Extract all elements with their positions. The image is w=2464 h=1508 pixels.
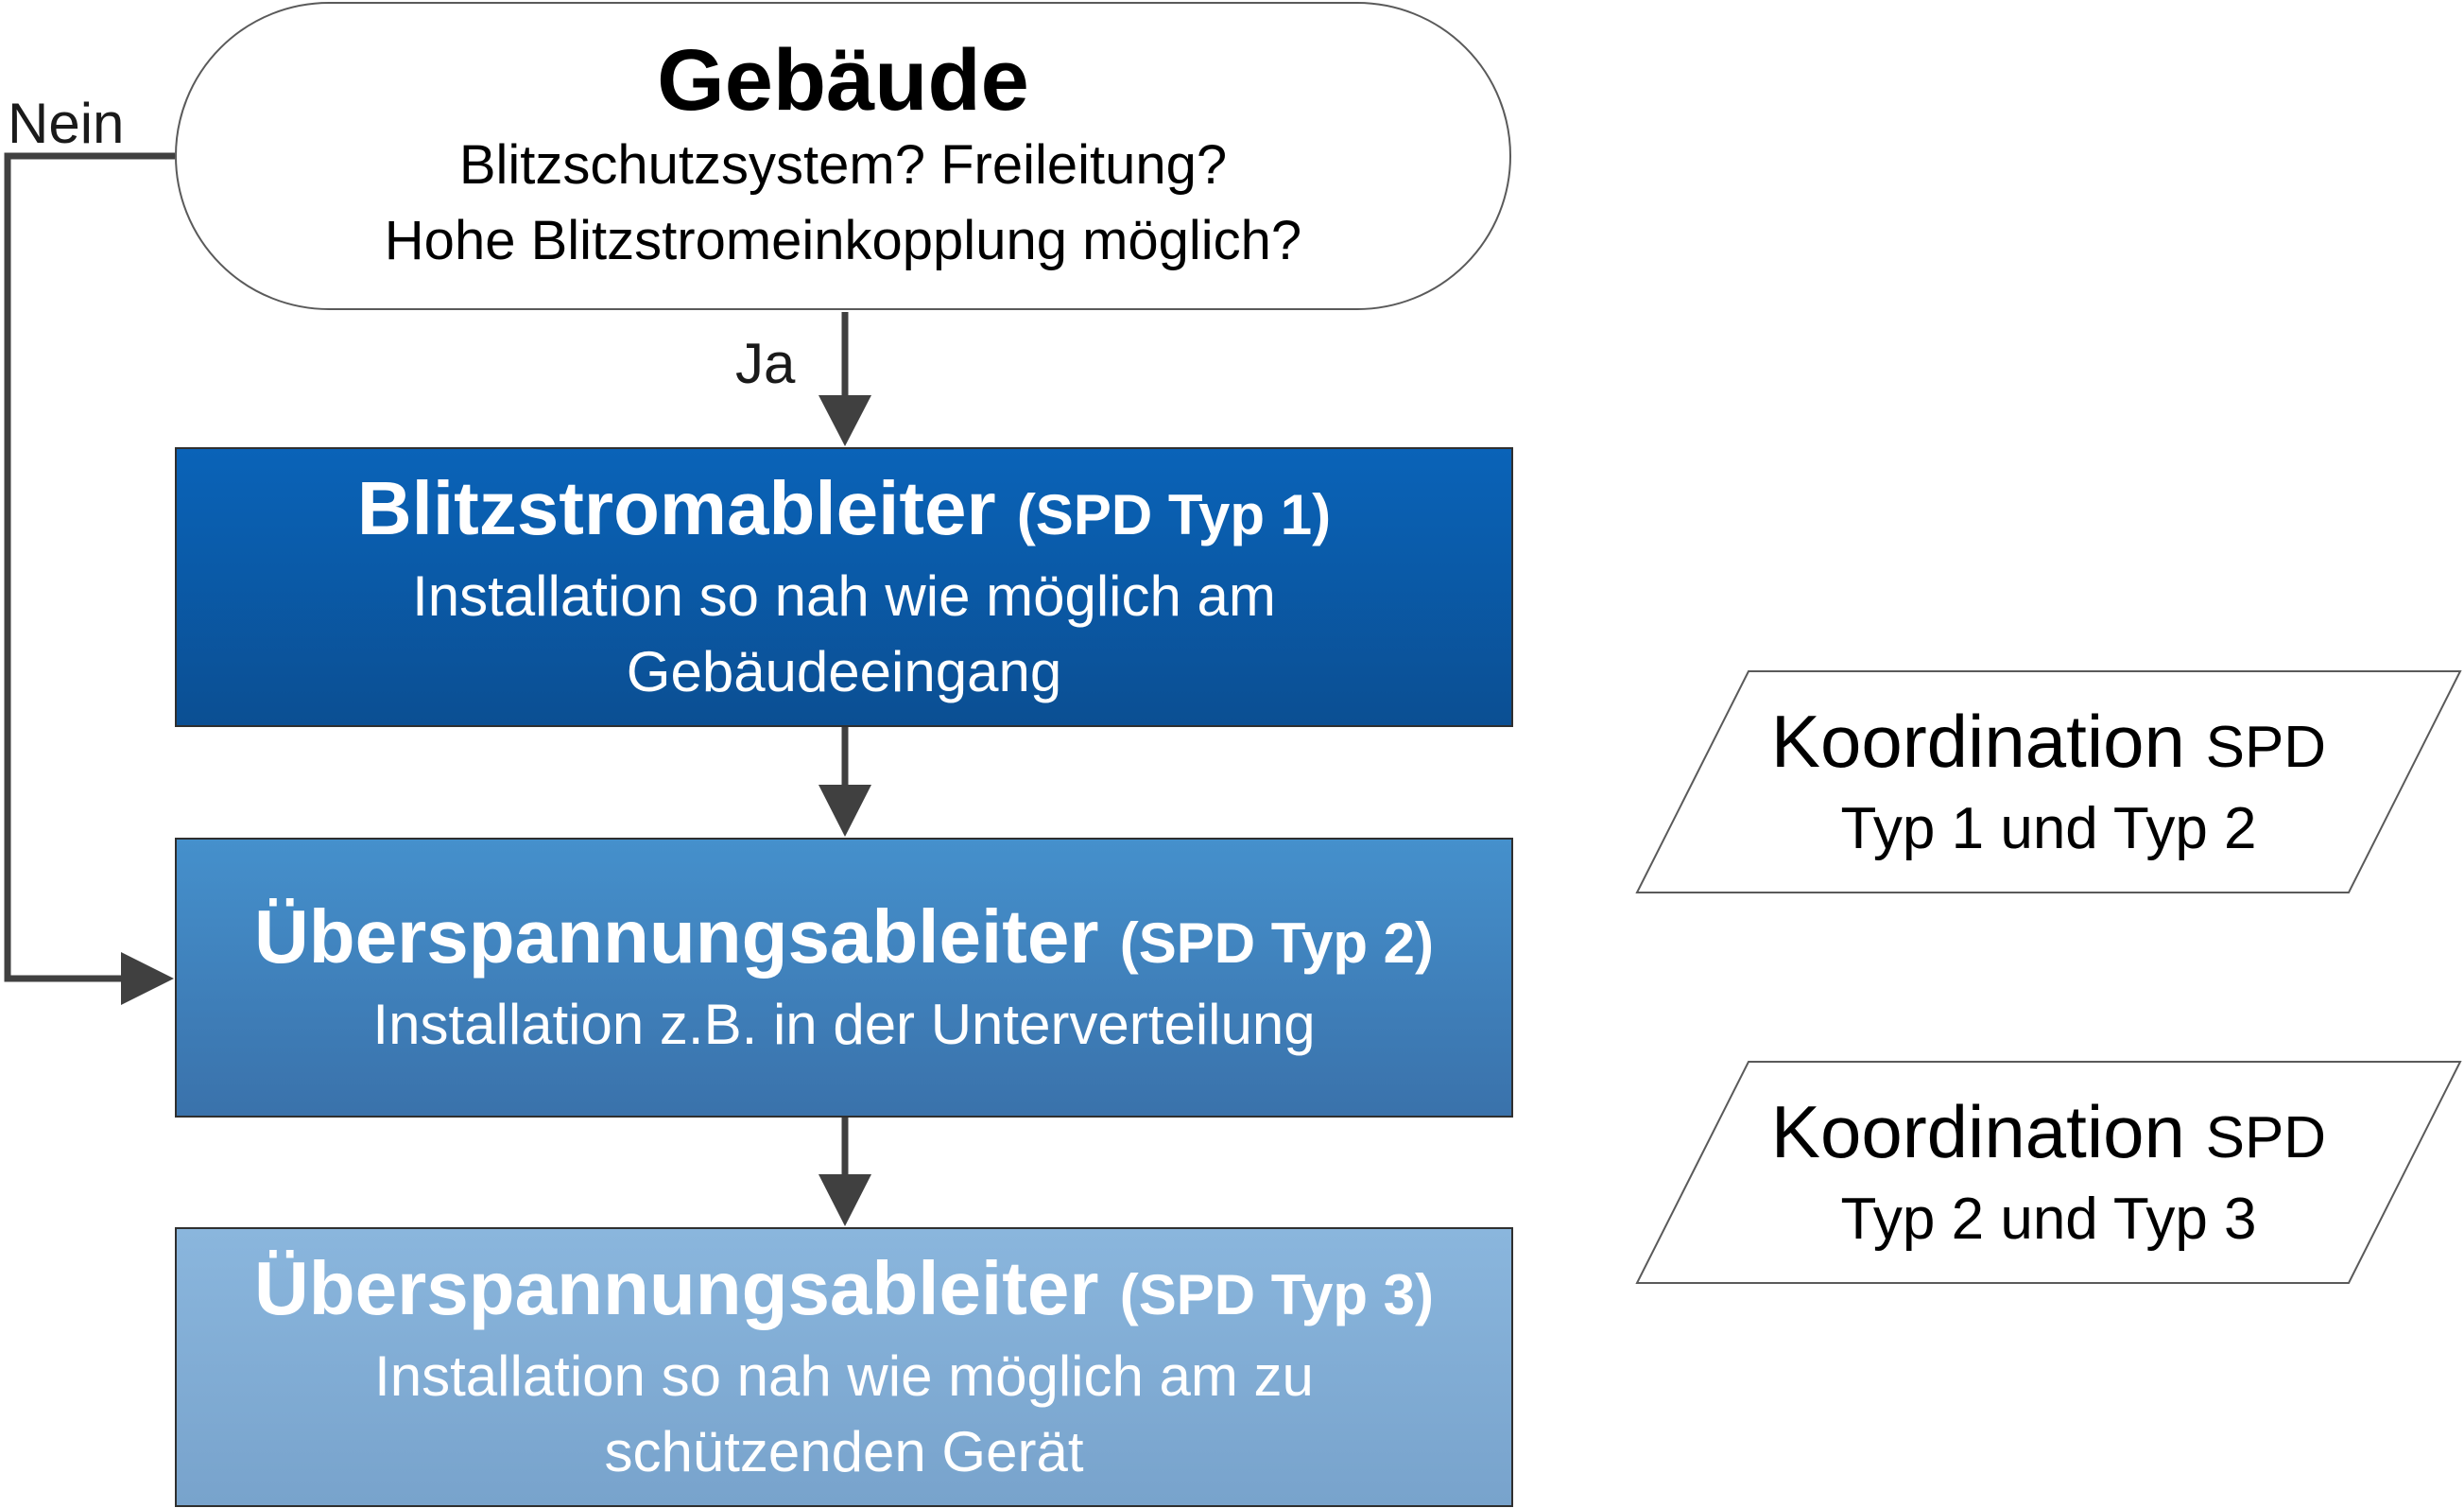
step-2-title: Überspannungsableiter [253, 893, 1099, 979]
step-3-subtitle: (SPD Typ 3) [1119, 1262, 1434, 1326]
ja-label: Ja [735, 332, 796, 395]
step-3-title: Überspannungsableiter [253, 1245, 1099, 1330]
step-1-title: Blitzstromableiter [356, 465, 996, 550]
coordination-type-2-3: Koordination SPD Typ 2 und Typ 3 [1635, 1060, 2462, 1285]
step-3-heading: Überspannungsableiter (SPD Typ 3) [254, 1245, 1434, 1339]
coordination-1-title-suffix: SPD [2205, 714, 2327, 780]
nein-arrow-head [121, 952, 174, 1005]
start-node-title: Gebäude [657, 32, 1029, 129]
coordination-2-parallelogram [1635, 1061, 2462, 1284]
coordination-type-1-2: Koordination SPD Typ 1 und Typ 2 [1635, 669, 2462, 894]
nein-label: Nein [8, 92, 125, 155]
step-spd-type-3: Überspannungsableiter (SPD Typ 3) Instal… [175, 1227, 1513, 1507]
step-spd-type-1: Blitzstromableiter (SPD Typ 1) Installat… [175, 447, 1513, 727]
arrow-step2-step3-head [818, 1174, 871, 1226]
coordination-1-types: Typ 1 und Typ 2 [1840, 795, 2257, 861]
coordination-2-types: Typ 2 und Typ 3 [1840, 1186, 2257, 1252]
step-1-text-1: Installation so nah wie möglich am [412, 563, 1276, 628]
coordination-2-heading: Koordination SPD [1771, 1088, 2326, 1182]
coordination-1-parallelogram [1635, 670, 2462, 893]
step-2-subtitle: (SPD Typ 2) [1119, 910, 1434, 975]
step-3-text-2: schützenden Gerät [604, 1419, 1084, 1483]
arrow-ja-head [818, 395, 871, 446]
step-1-text-2: Gebäudeeingang [626, 639, 1062, 703]
start-node-question-2: Hohe Blitzstromeinkopplung möglich? [384, 210, 1302, 271]
coordination-1-text: Koordination SPD Typ 1 und Typ 2 [1635, 669, 2462, 894]
step-3-text-1: Installation so nah wie möglich am zu [374, 1343, 1314, 1408]
start-node-building: Gebäude Blitzschutzsystem? Freileitung? … [175, 2, 1511, 310]
step-1-heading: Blitzstromableiter (SPD Typ 1) [357, 465, 1331, 559]
nein-loop-line [4, 152, 175, 982]
coordination-1-title: Koordination [1770, 699, 2185, 783]
start-node-question-1: Blitzschutzsystem? Freileitung? [458, 134, 1228, 196]
step-2-text-1: Installation z.B. in der Unterverteilung [372, 992, 1316, 1056]
step-spd-type-2: Überspannungsableiter (SPD Typ 2) Instal… [175, 838, 1513, 1118]
coordination-2-text: Koordination SPD Typ 2 und Typ 3 [1635, 1060, 2462, 1285]
coordination-2-title: Koordination [1770, 1089, 2185, 1173]
step-2-heading: Überspannungsableiter (SPD Typ 2) [254, 893, 1434, 987]
coordination-2-title-suffix: SPD [2205, 1104, 2327, 1170]
step-1-subtitle: (SPD Typ 1) [1016, 482, 1332, 546]
coordination-1-heading: Koordination SPD [1771, 698, 2326, 791]
arrow-step1-step2-head [818, 785, 871, 837]
